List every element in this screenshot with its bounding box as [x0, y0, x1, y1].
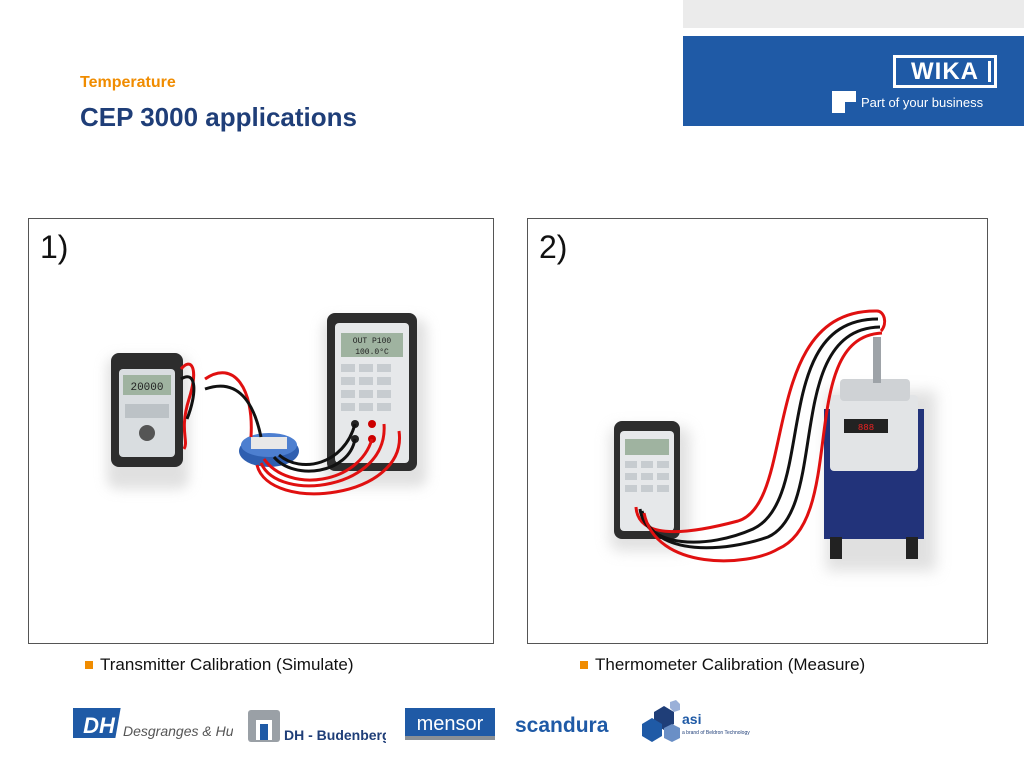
mensor-logo: mensor — [405, 708, 495, 740]
svg-text:Desgranges & Huot: Desgranges & Huot — [123, 723, 233, 739]
svg-text:asi: asi — [682, 711, 701, 727]
bullet-icon — [85, 661, 93, 669]
bullet-icon — [580, 661, 588, 669]
left-display-value: 20000 — [130, 382, 163, 394]
svg-text:scandura: scandura — [515, 714, 609, 737]
dry-well-calibrator-icon: 888 — [824, 337, 924, 559]
panel-number-2: 2) — [539, 229, 568, 265]
wika-logo: WIKA — [893, 55, 997, 88]
calibrator-icon — [614, 421, 680, 539]
header-gray-strip — [683, 0, 1024, 28]
panel-thermometer-calibration: 888 2) — [527, 218, 988, 644]
svg-text:a brand of Beldron Technology: a brand of Beldron Technology — [682, 730, 750, 736]
svg-text:DH - Budenberg: DH - Budenberg — [284, 727, 386, 743]
slide-subtitle: Temperature — [80, 74, 176, 91]
dh-budenberg-logo: DH - Budenberg — [248, 710, 386, 743]
caption-text-2: Thermometer Calibration (Measure) — [595, 655, 866, 674]
asi-logo: asi a brand of Beldron Technology — [642, 700, 750, 742]
calibrator-right-icon: OUT P100 100.0°C — [327, 313, 417, 471]
panel-number-1: 1) — [40, 229, 69, 265]
tagline-square-icon — [832, 91, 856, 113]
right-display-line2: 100.0°C — [355, 348, 389, 357]
svg-text:mensor: mensor — [417, 713, 484, 735]
thermometer-setup-illustration: 888 — [610, 309, 936, 571]
desgranges-huot-logo: DH Desgranges & Huot — [73, 708, 233, 739]
caption-transmitter: Transmitter Calibration (Simulate) — [85, 655, 354, 675]
transmitter-setup-illustration: 20000 OUT P100 100.0°C — [107, 313, 427, 496]
caption-thermometer: Thermometer Calibration (Measure) — [580, 655, 865, 675]
svg-text:888: 888 — [858, 423, 874, 433]
svg-text:DH: DH — [83, 713, 116, 738]
scandura-logo: scandura — [515, 714, 609, 737]
calibrator-left-icon: 20000 — [111, 353, 183, 467]
right-display-line1: OUT P100 — [353, 337, 392, 346]
panel-transmitter-calibration: 20000 OUT P100 100.0°C — [28, 218, 494, 644]
caption-text-1: Transmitter Calibration (Simulate) — [100, 655, 354, 674]
slide-title: CEP 3000 applications — [80, 102, 357, 132]
brand-tagline: Part of your business — [861, 95, 984, 110]
